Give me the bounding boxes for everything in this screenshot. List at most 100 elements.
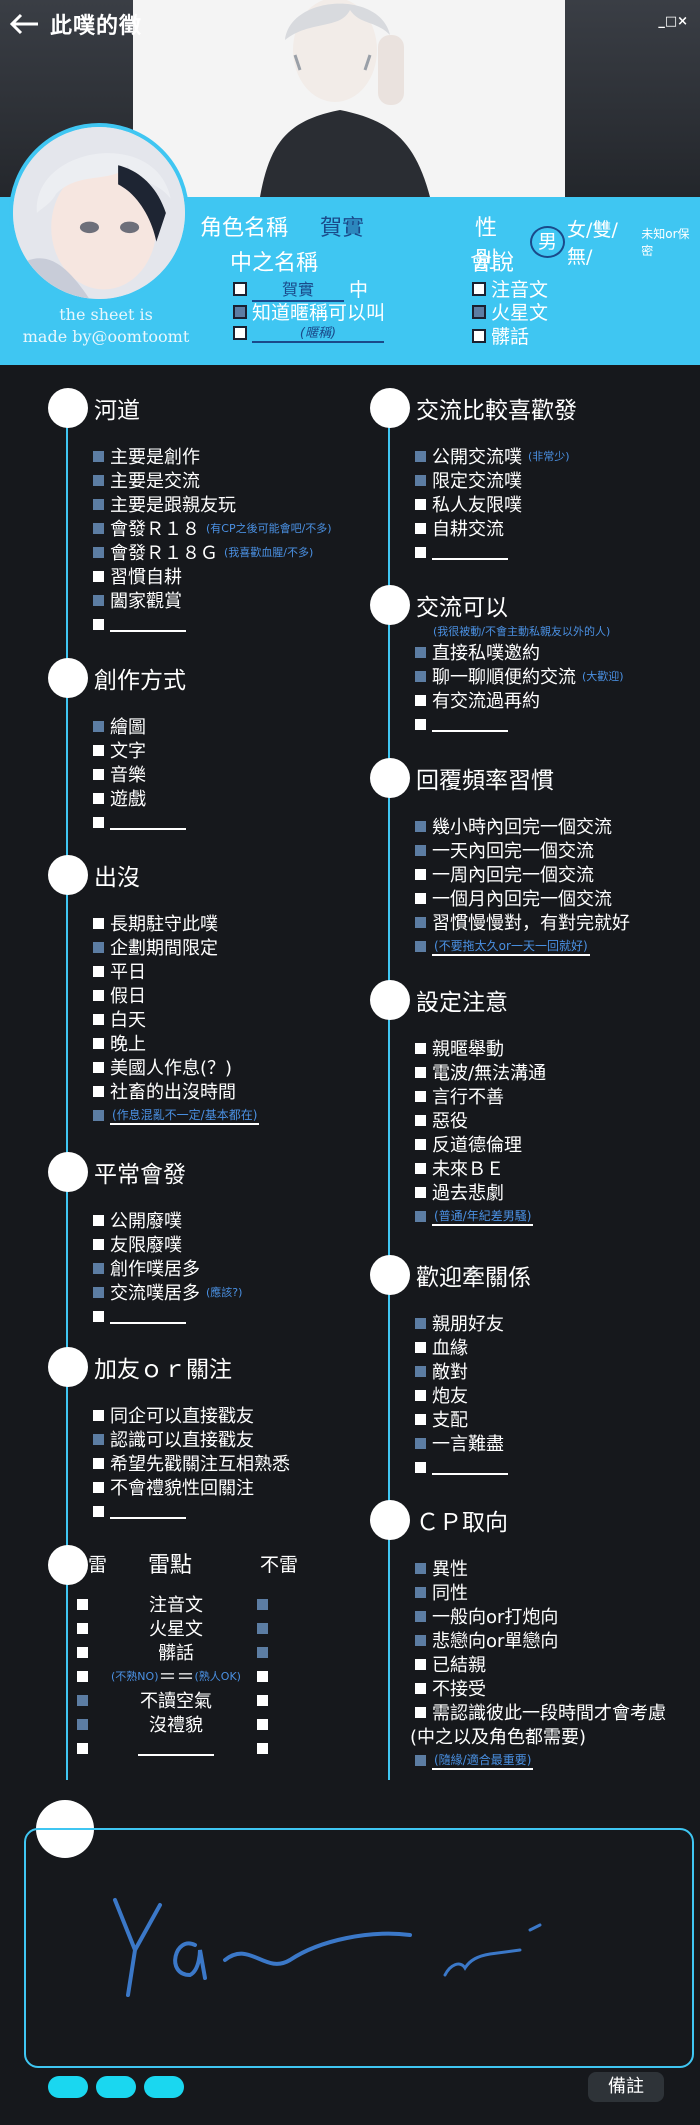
mine-checkbox[interactable] [75, 1620, 90, 1636]
not-mine-checkbox[interactable] [255, 1740, 270, 1756]
handler-row[interactable]: 賀實 中 [233, 275, 368, 302]
checkbox[interactable] [413, 1459, 428, 1475]
checkbox[interactable] [91, 742, 106, 758]
speak-row[interactable]: 火星文 [472, 298, 548, 325]
mine-checkbox[interactable] [75, 1668, 90, 1684]
arrow-left-icon[interactable] [8, 12, 40, 36]
option-row[interactable]: 一般向or打炮向 [413, 1604, 666, 1628]
checkbox[interactable] [91, 963, 106, 979]
mine-checkbox[interactable] [75, 1740, 90, 1756]
checkbox[interactable] [413, 692, 428, 708]
checkbox[interactable] [413, 1387, 428, 1403]
gender-options[interactable]: 女/雙/無/ [567, 219, 618, 268]
option-row[interactable]: 悲戀向or單戀向 [413, 1628, 666, 1652]
option-row[interactable]: (中之以及角色都需要) [410, 1727, 587, 1748]
option-row[interactable]: 親朋好友 [413, 1311, 508, 1335]
option-row[interactable]: 晚上 [91, 1031, 259, 1055]
option-row[interactable]: (作息混亂不一定/基本都在) [91, 1103, 260, 1127]
checkbox[interactable] [91, 1083, 106, 1099]
option-row[interactable]: 平日 [91, 959, 259, 983]
checkbox[interactable] [91, 1503, 106, 1519]
checkbox[interactable] [413, 1208, 428, 1224]
option-row[interactable]: 美國人作息(？) [91, 1055, 259, 1079]
mine-checkbox[interactable] [75, 1644, 90, 1660]
handler-name[interactable]: 賀實 [252, 276, 344, 302]
checkbox[interactable] [91, 520, 106, 536]
blank-field[interactable] [110, 616, 186, 632]
option-row[interactable]: 一言難盡 [413, 1431, 508, 1455]
option-row[interactable]: 闔家觀賞 [91, 588, 332, 612]
checkbox[interactable] [233, 304, 247, 319]
not-mine-checkbox[interactable] [255, 1668, 270, 1684]
blank-field[interactable] [432, 716, 508, 732]
not-mine-checkbox[interactable] [255, 1716, 270, 1732]
checkbox[interactable] [413, 1680, 428, 1696]
checkbox[interactable] [91, 766, 106, 782]
option-row[interactable]: 認識可以直接戳友 [91, 1427, 290, 1451]
option-row[interactable]: 敵對 [413, 1359, 508, 1383]
checkbox[interactable] [91, 1011, 106, 1027]
option-row[interactable]: 反道德倫理 [413, 1132, 546, 1156]
checkbox[interactable] [413, 448, 428, 464]
option-row[interactable]: 自耕交流 [413, 516, 570, 540]
blank-field[interactable] [138, 1740, 214, 1756]
option-row[interactable]: 幾小時內回完一個交流 [413, 814, 630, 838]
option-row[interactable]: 私人友限噗 [413, 492, 570, 516]
option-row[interactable]: 社畜的出沒時間 [91, 1079, 259, 1103]
speak-row[interactable]: 注音文 [472, 275, 548, 302]
option-row[interactable] [413, 712, 624, 736]
checkbox[interactable] [413, 1656, 428, 1672]
checkbox[interactable] [413, 1363, 428, 1379]
mine-checkbox[interactable] [75, 1716, 90, 1732]
option-row[interactable] [91, 612, 332, 636]
checkbox[interactable] [91, 1479, 106, 1495]
option-row[interactable]: 習慣慢慢對，有對完就好 [413, 910, 630, 934]
option-row[interactable]: 長期駐守此噗 [91, 911, 259, 935]
option-row[interactable]: 支配 [413, 1407, 508, 1431]
note-field[interactable]: (不要拖太久or一天一回就好) [432, 937, 590, 956]
checkbox[interactable] [413, 842, 428, 858]
checkbox[interactable] [413, 818, 428, 834]
checkbox[interactable] [413, 1632, 428, 1648]
option-row[interactable] [91, 810, 186, 834]
handler-row[interactable]: (暱稱) [233, 322, 384, 343]
checkbox[interactable] [91, 915, 106, 931]
window-controls[interactable]: _□× [658, 14, 688, 29]
checkbox[interactable] [413, 716, 428, 732]
option-row[interactable]: 一周內回完一個交流 [413, 862, 630, 886]
option-row[interactable]: 主要是創作 [91, 444, 332, 468]
checkbox[interactable] [413, 472, 428, 488]
checkbox[interactable] [91, 790, 106, 806]
option-row[interactable]: 公開廢噗 [91, 1208, 242, 1232]
option-row[interactable]: 同企可以直接戳友 [91, 1403, 290, 1427]
option-row[interactable] [413, 1455, 508, 1479]
checkbox[interactable] [91, 1455, 106, 1471]
note-field[interactable]: (隨緣/適合最重要) [432, 1751, 534, 1770]
checkbox[interactable] [91, 1431, 106, 1447]
option-row[interactable]: 聊一聊順便約交流(大歡迎) [413, 664, 624, 688]
nickname-field[interactable]: (暱稱) [252, 322, 384, 343]
checkbox[interactable] [413, 520, 428, 536]
option-row[interactable]: 希望先戳關注互相熟悉 [91, 1451, 290, 1475]
checkbox[interactable] [413, 866, 428, 882]
checkbox[interactable] [91, 718, 106, 734]
checkbox[interactable] [91, 1284, 106, 1300]
checkbox[interactable] [91, 1407, 106, 1423]
checkbox[interactable] [91, 472, 106, 488]
blank-field[interactable] [432, 1459, 508, 1475]
option-row[interactable]: 白天 [91, 1007, 259, 1031]
checkbox[interactable] [472, 281, 486, 296]
note-field[interactable]: (普通/年紀差男騷) [432, 1207, 534, 1226]
option-row[interactable]: 一個月內回完一個交流 [413, 886, 630, 910]
checkbox[interactable] [413, 1339, 428, 1355]
checkbox[interactable] [413, 668, 428, 684]
checkbox[interactable] [413, 1040, 428, 1056]
option-row[interactable]: 繪圖 [91, 714, 186, 738]
checkbox[interactable] [413, 1088, 428, 1104]
checkbox[interactable] [413, 1752, 428, 1768]
option-row[interactable] [91, 1499, 290, 1523]
option-row[interactable]: 限定交流噗 [413, 468, 570, 492]
checkbox[interactable] [91, 448, 106, 464]
checkbox[interactable] [413, 1608, 428, 1624]
speak-row[interactable]: 髒話 [472, 322, 529, 349]
